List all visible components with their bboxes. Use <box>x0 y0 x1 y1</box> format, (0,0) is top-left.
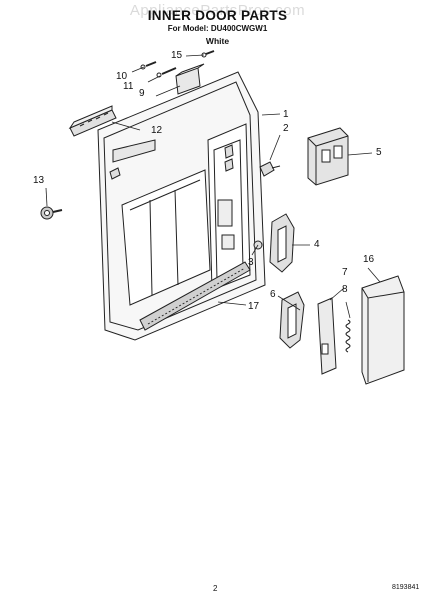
callout-11: 11 <box>123 81 134 92</box>
dispenser-block <box>307 127 349 186</box>
callout-12: 12 <box>151 125 163 136</box>
vent-strip <box>139 261 251 331</box>
callout-6: 6 <box>270 289 276 300</box>
callout-5: 5 <box>376 147 382 158</box>
door-screw-knob <box>40 206 63 220</box>
side-cover-panel <box>361 275 405 385</box>
callout-15: 15 <box>171 50 183 61</box>
leader-lines <box>45 54 381 319</box>
hinge-link-bar <box>317 297 337 375</box>
handle-bracket <box>68 105 117 137</box>
lower-hinge-arm <box>279 291 305 349</box>
color-label: White <box>205 36 230 46</box>
model-subtitle: For Model: DU400CWGW1 <box>167 24 268 33</box>
callout-13: 13 <box>33 175 45 186</box>
callout-3: 3 <box>248 257 254 268</box>
callout-17: 17 <box>248 301 260 312</box>
callout-16: 16 <box>363 254 375 265</box>
callout-10: 10 <box>116 71 128 82</box>
callout-4: 4 <box>314 239 320 250</box>
hinge-spring <box>345 319 351 353</box>
clip <box>259 161 281 177</box>
callout-8: 8 <box>342 284 348 295</box>
upper-hinge-arm <box>269 213 295 273</box>
callout-7: 7 <box>342 267 348 278</box>
inner-door-panel <box>97 71 266 341</box>
page-number: 2 <box>213 584 218 593</box>
callout-9: 9 <box>139 88 145 99</box>
document-number: 8193841 <box>392 584 420 591</box>
diagram-title: INNER DOOR PARTS <box>147 8 288 23</box>
callout-2: 2 <box>283 123 289 134</box>
callout-1: 1 <box>283 109 289 120</box>
